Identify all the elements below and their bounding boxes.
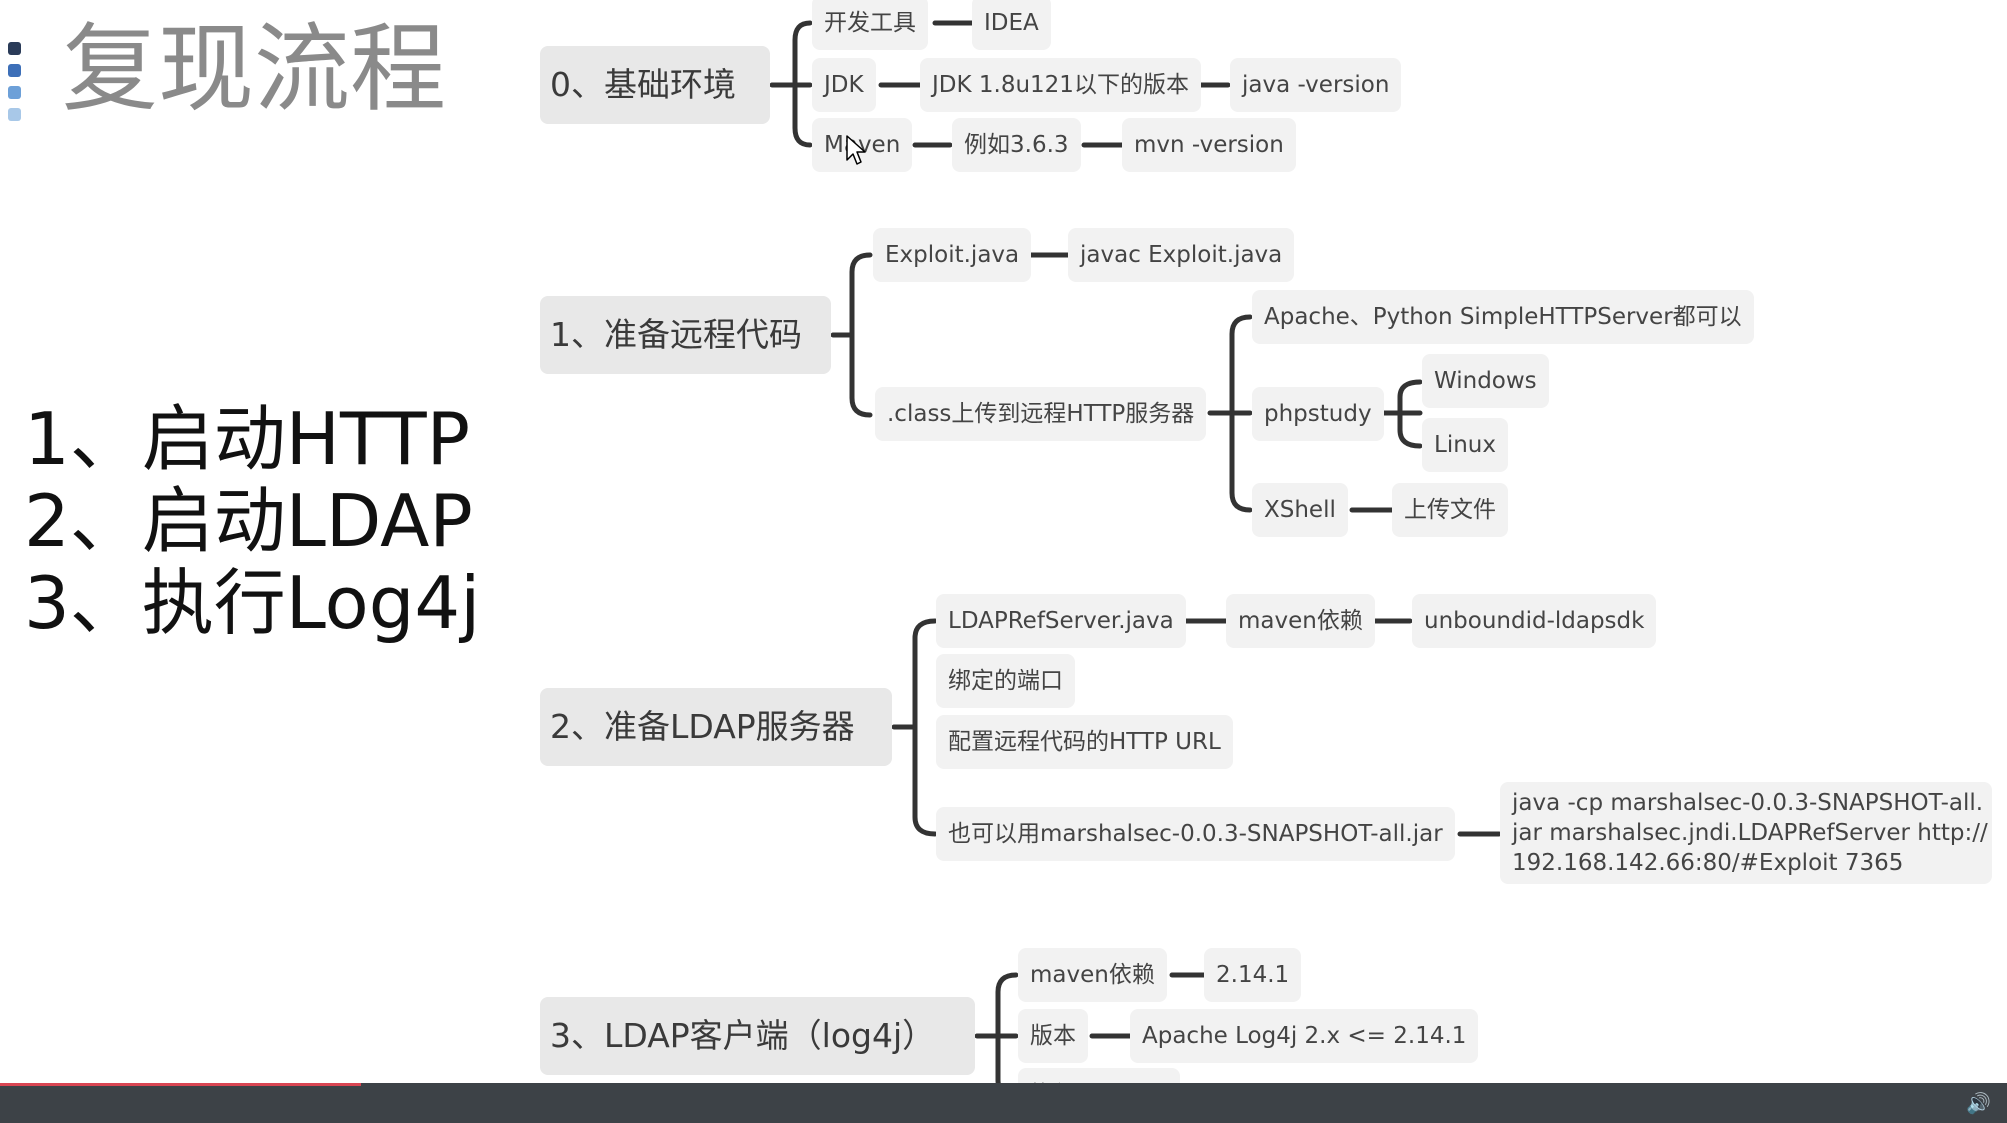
node-upload-file[interactable]: 上传文件: [1392, 483, 1508, 537]
playback-progress[interactable]: [0, 1083, 362, 1086]
node-http-url[interactable]: 配置远程代码的HTTP URL: [936, 715, 1233, 769]
node-execute-code[interactable]: 执行代码即可: [1018, 1068, 1180, 1083]
node-maven-example[interactable]: 例如3.6.3: [952, 118, 1081, 172]
node-log4j-version-number[interactable]: 2.14.1: [1204, 948, 1302, 1002]
node-upload-class[interactable]: .class上传到远程HTTP服务器: [875, 387, 1207, 441]
node-marshalsec[interactable]: 也可以用marshalsec-0.0.3-SNAPSHOT-all.jar: [936, 807, 1455, 861]
node-bind-port[interactable]: 绑定的端口: [936, 654, 1075, 708]
node-maven-dependency[interactable]: maven依赖: [1226, 594, 1375, 648]
mindmap-root-env[interactable]: 0、基础环境: [540, 46, 770, 124]
video-player-bar[interactable]: 🔊: [0, 1083, 2007, 1123]
node-client-maven-dependency[interactable]: maven依赖: [1018, 948, 1167, 1002]
node-dev-tool[interactable]: 开发工具: [812, 0, 928, 50]
node-exploit-java[interactable]: Exploit.java: [873, 228, 1032, 282]
mouse-cursor-icon: [846, 135, 866, 165]
command-line: java -cp marshalsec-0.0.3-SNAPSHOT-all.: [1512, 790, 1984, 816]
node-marshalsec-command[interactable]: java -cp marshalsec-0.0.3-SNAPSHOT-all. …: [1500, 782, 1992, 884]
node-log4j-range[interactable]: Apache Log4j 2.x <= 2.14.1: [1130, 1009, 1479, 1063]
slide: 复现流程 1、启动HTTP 2、启动LDAP 3、执行Log4j: [8, 0, 1992, 1083]
node-jdk-version[interactable]: JDK 1.8u121以下的版本: [920, 58, 1201, 112]
node-linux[interactable]: Linux: [1422, 418, 1508, 472]
node-jdk[interactable]: JDK: [812, 58, 876, 112]
accent-square: [8, 108, 21, 121]
node-http-servers[interactable]: Apache、Python SimpleHTTPServer都可以: [1252, 290, 1754, 344]
accent-square: [8, 64, 21, 77]
node-windows[interactable]: Windows: [1422, 354, 1549, 408]
mindmap-root-ldap[interactable]: 2、准备LDAP服务器: [540, 688, 892, 766]
node-idea[interactable]: IDEA: [972, 0, 1051, 50]
node-java-version-cmd[interactable]: java -version: [1230, 58, 1402, 112]
command-line: 192.168.142.66:80/#Exploit 7365: [1512, 850, 1904, 876]
node-javac-cmd[interactable]: javac Exploit.java: [1068, 228, 1295, 282]
slide-title: 复现流程: [62, 13, 446, 125]
steps-list: 1、启动HTTP 2、启动LDAP 3、执行Log4j: [24, 398, 480, 644]
node-phpstudy[interactable]: phpstudy: [1252, 387, 1384, 441]
node-ldap-ref-server[interactable]: LDAPRefServer.java: [936, 594, 1186, 648]
command-line: jar marshalsec.jndi.LDAPRefServer http:/…: [1512, 820, 1988, 846]
accent-square: [8, 86, 21, 99]
mindmap-root-client[interactable]: 3、LDAP客户端（log4j）: [540, 997, 975, 1075]
node-xshell[interactable]: XShell: [1252, 483, 1348, 537]
volume-icon[interactable]: 🔊: [1966, 1091, 1991, 1115]
step-item: 2、启动LDAP: [24, 479, 473, 563]
node-maven[interactable]: Maven: [812, 118, 913, 172]
node-mvn-version-cmd[interactable]: mvn -version: [1122, 118, 1296, 172]
node-unboundid[interactable]: unboundid-ldapsdk: [1412, 594, 1657, 648]
node-client-version[interactable]: 版本: [1018, 1009, 1088, 1063]
accent-square: [8, 42, 21, 55]
mindmap-connectors: [769, 20, 1502, 1083]
step-item: 3、执行Log4j: [24, 561, 481, 645]
mindmap-root-code[interactable]: 1、准备远程代码: [540, 296, 831, 374]
step-item: 1、启动HTTP: [24, 397, 471, 481]
